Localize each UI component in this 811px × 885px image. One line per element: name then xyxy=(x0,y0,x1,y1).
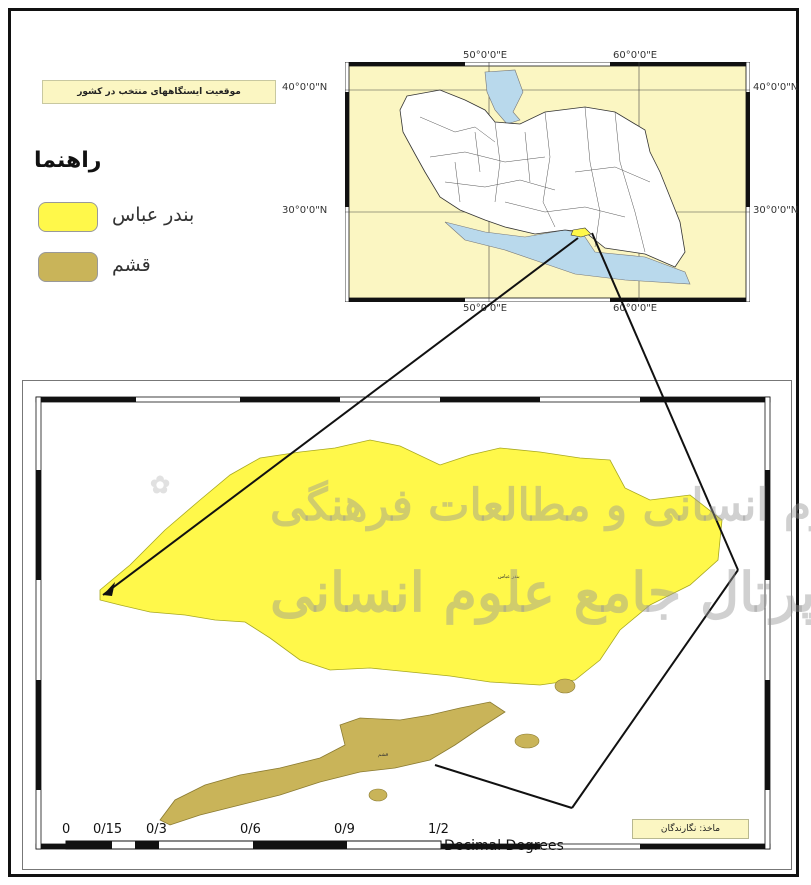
scale-bar xyxy=(65,840,442,850)
legend-swatch-bandar-abbas xyxy=(38,202,98,232)
inset-lat-right-40: 40°0'0"N xyxy=(753,82,799,93)
author-box: ماخذ: نگارندگان xyxy=(632,819,749,839)
scale-tick-2: 0/3 xyxy=(146,822,167,837)
main-map-outer-frame xyxy=(22,380,792,870)
qeshm-label: قشم xyxy=(378,752,389,758)
scale-tick-5: 1/2 xyxy=(428,822,449,837)
watermark-small: ✿ xyxy=(150,470,171,499)
scale-tick-1: 0/15 xyxy=(93,822,123,837)
bandar-abbas-label: بندر عباس xyxy=(498,574,520,580)
inset-lat-right-30: 30°0'0"N xyxy=(753,205,799,216)
legend-swatch-qeshm xyxy=(38,252,98,282)
legend-label-bandar-abbas: بندر عباس xyxy=(112,204,195,226)
inset-lat-left-30: 30°0'0"N xyxy=(282,205,328,216)
inset-lon-top-50: 50°0'0"E xyxy=(463,50,508,61)
study-area-highlight xyxy=(570,227,592,238)
inset-neatline xyxy=(345,62,750,302)
scale-tick-4: 0/9 xyxy=(334,822,355,837)
watermark-line-2: پرتال جامع علوم انسانی xyxy=(270,560,811,624)
persian-gulf xyxy=(444,221,691,285)
small-island-3 xyxy=(368,788,388,802)
province-borders xyxy=(419,106,651,253)
inset-lon-top-60: 60°0'0"E xyxy=(613,50,658,61)
zoom-connector-lines xyxy=(102,232,739,809)
inset-lon-bottom-60: 60°0'0"E xyxy=(613,303,658,314)
legend-label-qeshm: قشم xyxy=(112,254,151,276)
qeshm-island xyxy=(159,701,506,826)
scale-unit-label: Decimal Degrees xyxy=(444,838,564,854)
scale-tick-3: 0/6 xyxy=(240,822,261,837)
legend-title: راهنما xyxy=(34,148,102,173)
caspian-sea xyxy=(484,69,524,125)
map-title: موقعیت ایستگاههای منتخب در کشور xyxy=(42,80,276,104)
small-island-1 xyxy=(514,733,540,749)
iran-landmass xyxy=(399,89,686,268)
inset-lat-left-40: 40°0'0"N xyxy=(282,82,328,93)
small-island-2 xyxy=(554,678,576,694)
connector-arrow xyxy=(103,582,115,596)
inset-map xyxy=(345,62,750,302)
outer-frame xyxy=(8,8,799,877)
watermark-line-1: پژوهشگاه علوم انسانی و مطالعات فرهنگی xyxy=(270,480,811,531)
scale-tick-0: 0 xyxy=(62,822,71,837)
bandar-abbas-region xyxy=(99,439,723,686)
